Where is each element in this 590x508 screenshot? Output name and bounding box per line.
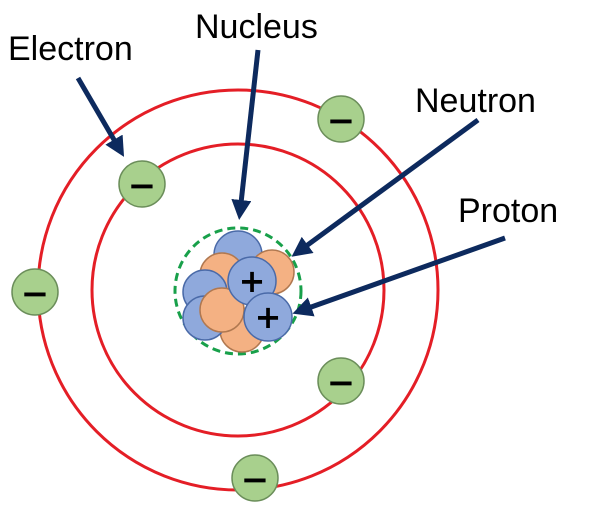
electron-label: Electron: [8, 30, 133, 68]
neutron-label: Neutron: [415, 82, 536, 120]
electron-minus-sign: −: [21, 274, 50, 314]
electron: −: [317, 357, 365, 405]
electron: −: [231, 454, 279, 502]
electron-minus-sign: −: [241, 460, 270, 500]
nucleus-boundary: [173, 226, 303, 356]
electron: −: [11, 268, 59, 316]
neutron: [199, 287, 245, 333]
neutron-arrow: [291, 117, 480, 257]
electron-minus-sign: −: [128, 166, 157, 206]
nucleus-arrow: [231, 49, 261, 220]
nucleus: + +: [182, 230, 295, 353]
proton-arrow: [292, 235, 506, 317]
electron-minus-sign: −: [327, 101, 356, 141]
proton-plus-sign: +: [239, 262, 266, 300]
proton: [243, 292, 293, 342]
proton-label: Proton: [458, 192, 558, 230]
nucleus-label: Nucleus: [195, 8, 318, 46]
proton-plus-sign: +: [255, 298, 282, 336]
electron: −: [317, 95, 365, 143]
electron: −: [118, 160, 166, 208]
inner-orbit: [90, 142, 386, 438]
electron-arrow: [75, 76, 125, 157]
electron-minus-sign: −: [327, 363, 356, 403]
